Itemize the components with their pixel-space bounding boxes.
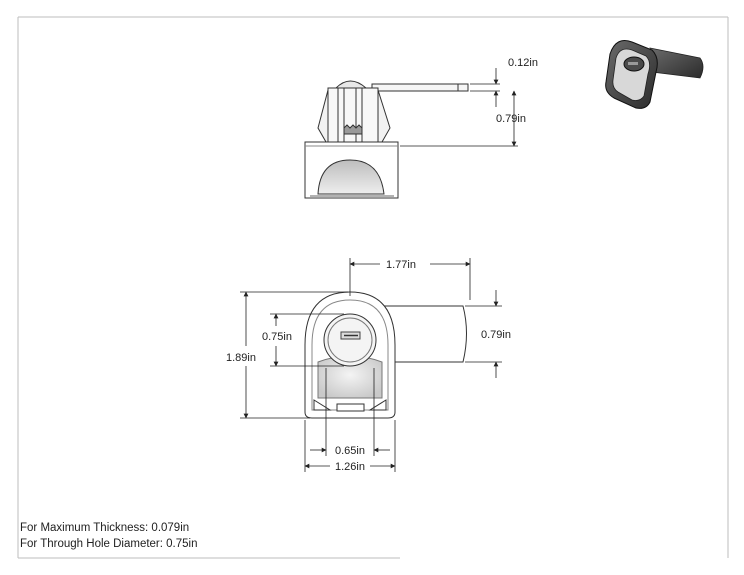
dim-top-height: 0.79in bbox=[496, 113, 526, 125]
note-max-thickness: For Maximum Thickness: 0.079in bbox=[20, 522, 190, 534]
dim-cam-height: 0.79in bbox=[481, 329, 511, 341]
sheet-border bbox=[17, 16, 729, 559]
top-view-dims bbox=[400, 68, 518, 147]
dim-inner-width: 0.65in bbox=[335, 445, 365, 457]
dim-body-width: 1.26in bbox=[335, 461, 365, 473]
note-hole-diameter: For Through Hole Diameter: 0.75in bbox=[20, 538, 198, 550]
dim-overall-height: 1.89in bbox=[226, 352, 256, 364]
front-view-dims bbox=[240, 258, 502, 472]
top-view bbox=[304, 80, 469, 199]
key-slot-icon bbox=[340, 331, 361, 340]
dim-hole-diameter: 0.75in bbox=[262, 331, 292, 343]
front-view bbox=[304, 291, 467, 419]
dim-front-width: 1.77in bbox=[386, 259, 416, 271]
dim-top-thickness: 0.12in bbox=[508, 57, 538, 69]
cam-lock-3d-icon bbox=[605, 40, 704, 109]
